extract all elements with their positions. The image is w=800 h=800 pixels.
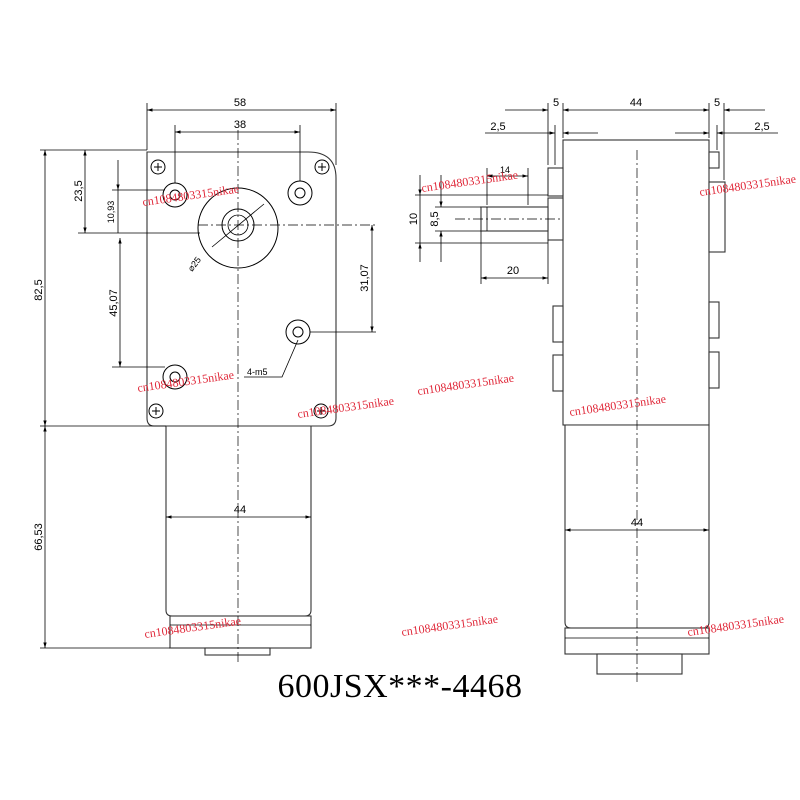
dim-keyway: 14: [500, 165, 510, 175]
gearbox-outline: [146, 151, 337, 427]
dim-shaft-diameter: 8,5: [429, 211, 441, 226]
watermark-text: cn1084803315nikae: [420, 168, 518, 195]
dim-hole-offset-right: 31,07: [359, 264, 371, 292]
dim-body-width: 44: [630, 97, 642, 109]
dim-hole-spacing-vertical: 45,07: [108, 289, 120, 317]
motor-body: [165, 425, 312, 617]
dim-hole-offset-top: 10,93: [106, 201, 116, 224]
dim-hole-spacing: 38: [234, 119, 246, 131]
screw-icon: [148, 403, 164, 419]
dim-gearbox-height: 82,5: [33, 279, 45, 300]
screw-icon: [150, 159, 166, 175]
side-view: 5 44 5 2,5 2,5 10 8,5 14 20: [408, 97, 778, 684]
dim-height-to-shaft: 23,5: [73, 180, 85, 201]
front-view: ⌀25 4-m5 58 38 23,5 10,93 82,5 45,07: [33, 97, 376, 662]
model-label: 600JSX***-4468: [277, 668, 523, 705]
side-gearbox-body: [562, 139, 710, 426]
dim-left-offset: 2,5: [490, 121, 505, 133]
dim-right-step: 5: [714, 97, 720, 109]
dim-side-motor-width: 44: [631, 517, 643, 529]
screw-icon: [314, 159, 330, 175]
mounting-holes-label: 4-m5: [247, 367, 268, 377]
dim-shaft-flat: 10: [408, 213, 420, 225]
dim-right-offset: 2,5: [754, 121, 769, 133]
watermark-text: cn1084803315nikae: [698, 172, 796, 199]
watermark-text: cn1084803315nikae: [400, 612, 498, 639]
dim-left-step: 5: [553, 97, 559, 109]
mounting-hole: [162, 364, 188, 390]
watermark-text: cn1084803315nikae: [416, 371, 514, 398]
screw-icon: [313, 403, 329, 419]
dim-width-overall: 58: [234, 97, 246, 109]
dim-motor-length: 66,53: [33, 523, 45, 551]
dim-motor-width: 44: [234, 504, 246, 516]
dim-shaft-length: 20: [507, 265, 519, 277]
